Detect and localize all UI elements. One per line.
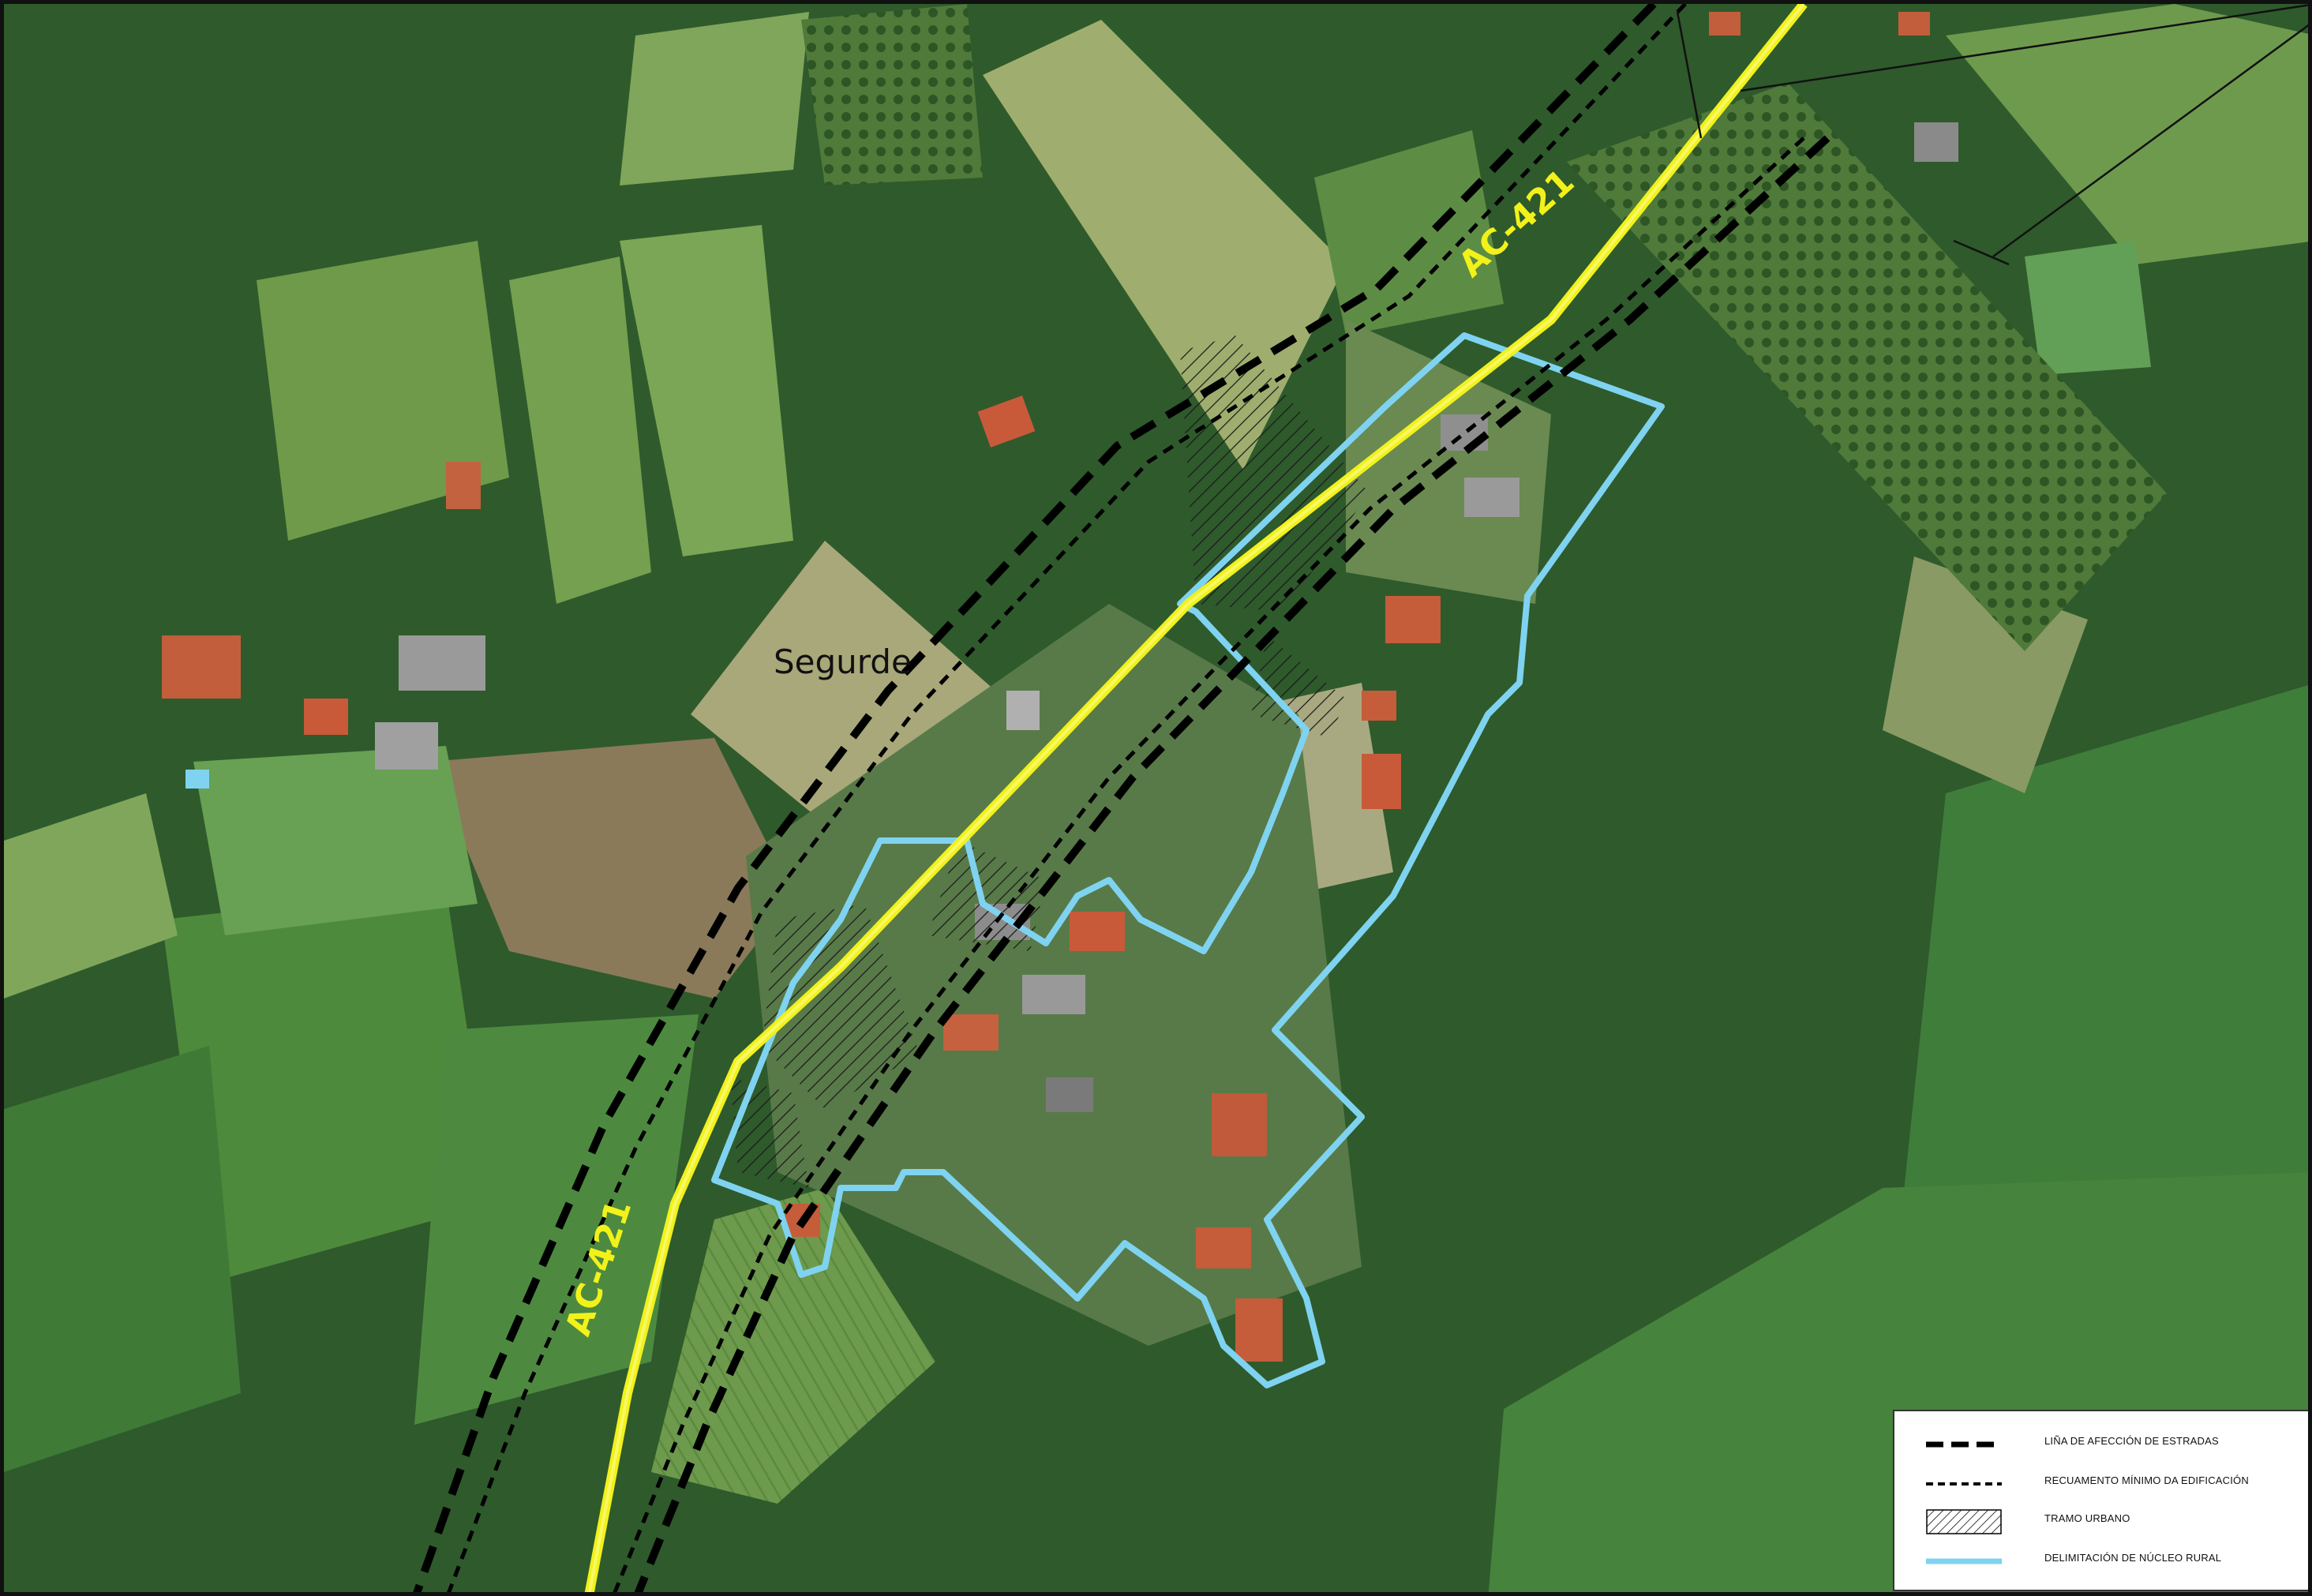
legend-label: RECUAMENTO MÍNIMO DA EDIFICACIÓN bbox=[2044, 1474, 2249, 1486]
legend-label: DELIMITACIÓN DE NÚCLEO RURAL bbox=[2044, 1552, 2222, 1564]
legend-label: LIÑA DE AFECCIÓN DE ESTRADAS bbox=[2044, 1435, 2219, 1447]
legend-label: TRAMO URBANO bbox=[2044, 1512, 2130, 1524]
legend-item-building-setback: RECUAMENTO MÍNIMO DA EDIFICACIÓN bbox=[1894, 1467, 2308, 1504]
thick-dashed-line-icon bbox=[1926, 1441, 2002, 1448]
buildings bbox=[162, 12, 1958, 1362]
thin-dashed-line-icon bbox=[1926, 1482, 2002, 1485]
hatched-area-icon bbox=[1926, 1509, 2002, 1534]
solid-line-icon bbox=[1926, 1558, 2002, 1564]
rural-nucleus-boundary bbox=[711, 332, 1665, 1388]
map-legend: LIÑA DE AFECCIÓN DE ESTRADAS RECUAMENTO … bbox=[1893, 1410, 2308, 1591]
tramo-urbano-hatch bbox=[730, 335, 1370, 1188]
parcel-boundary-lines bbox=[1676, 4, 2308, 266]
aerial-map[interactable]: Segurde AC-421 AC-421 bbox=[4, 4, 2312, 1596]
legend-item-road-affection: LIÑA DE AFECCIÓN DE ESTRADAS bbox=[1894, 1427, 2308, 1465]
legend-item-urban-stretch: TRAMO URBANO bbox=[1894, 1504, 2308, 1542]
legend-item-rural-nucleus: DELIMITACIÓN DE NÚCLEO RURAL bbox=[1894, 1544, 2308, 1582]
road-affection-lines bbox=[413, 4, 1830, 1592]
building-setback-lines bbox=[447, 4, 1805, 1592]
place-label-segurde: Segurde bbox=[774, 643, 912, 681]
